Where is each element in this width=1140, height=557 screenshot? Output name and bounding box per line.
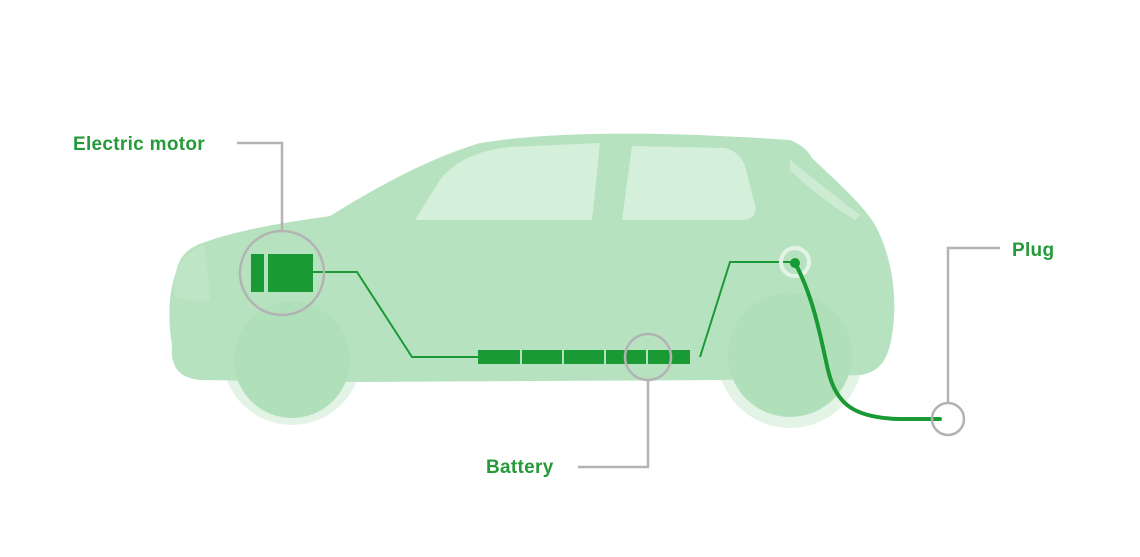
circuit-wire (313, 271, 478, 358)
battery-cell (648, 350, 690, 364)
plug-highlight-circle (930, 401, 966, 437)
front-wheel (234, 302, 350, 418)
label-battery: Battery (486, 457, 554, 478)
motor-block-large (268, 254, 313, 292)
front-bumper (174, 244, 210, 301)
battery-pack (478, 350, 690, 364)
motor-block-small (251, 254, 264, 292)
battery-callout-line (578, 380, 650, 469)
battery-cell (478, 350, 520, 364)
power-circuit (313, 261, 793, 358)
rear-wheel (728, 293, 852, 417)
charging-cable (793, 261, 942, 421)
charging-port-ring (779, 246, 811, 278)
callouts (237, 141, 1000, 469)
battery-cell (564, 350, 604, 364)
motor-highlight-circle (238, 229, 326, 317)
electric-motor (251, 254, 313, 292)
rear-quarter-glass (790, 160, 860, 220)
battery-cell (522, 350, 562, 364)
plug-callout-line (946, 246, 1000, 403)
motor-callout-line (237, 141, 284, 230)
front-window (415, 143, 600, 220)
car (169, 133, 895, 428)
battery-highlight-circle (623, 332, 673, 382)
circuit-wire-battery-link (699, 261, 793, 358)
label-plug: Plug (1012, 240, 1054, 261)
label-electric-motor: Electric motor (73, 134, 205, 155)
rear-window (622, 146, 756, 220)
